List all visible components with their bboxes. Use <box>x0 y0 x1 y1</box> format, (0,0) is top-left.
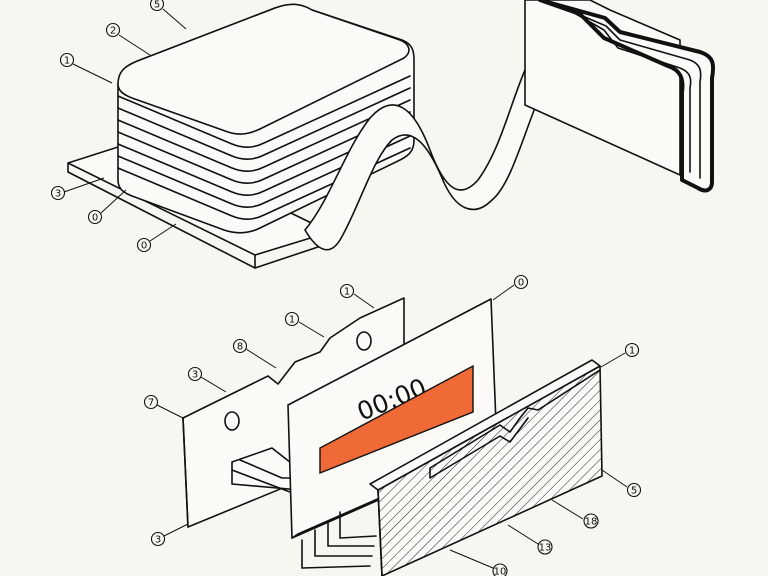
status-bar <box>319 364 474 475</box>
svg-text:5: 5 <box>154 0 160 11</box>
display-panel: 00:00 <box>287 298 501 539</box>
svg-text:10: 10 <box>494 567 507 576</box>
callout-top-4: 3 <box>50 177 105 201</box>
svg-text:3: 3 <box>155 535 161 546</box>
top-assembly <box>67 0 716 269</box>
svg-text:18: 18 <box>585 517 598 528</box>
callout-bottom-6: 0 <box>492 274 529 301</box>
callouts: 5 2 1 3 0 0 1 <box>50 0 642 576</box>
svg-text:3: 3 <box>192 370 198 381</box>
callout-top-1: 5 <box>149 0 187 30</box>
svg-text:5: 5 <box>631 486 637 497</box>
callout-bottom-7: 1 <box>600 342 640 368</box>
callout-bottom-9: 5 <box>601 469 642 498</box>
callout-top-3: 1 <box>59 52 113 84</box>
svg-text:1: 1 <box>289 315 295 326</box>
callout-bottom-12: 10 <box>449 549 508 576</box>
svg-text:0: 0 <box>141 241 147 252</box>
callout-bottom-4: 3 <box>187 366 227 393</box>
svg-text:1: 1 <box>344 287 350 298</box>
callout-top-2: 2 <box>105 22 151 56</box>
svg-text:3: 3 <box>55 189 61 200</box>
callout-bottom-10: 18 <box>551 499 599 529</box>
callout-bottom-11: 13 <box>507 524 553 555</box>
callout-bottom-8: 3 <box>150 523 189 547</box>
hatched-block <box>369 359 603 576</box>
svg-text:0: 0 <box>92 213 98 224</box>
callout-bottom-3: 8 <box>232 338 277 369</box>
svg-text:2: 2 <box>110 26 116 37</box>
callout-bottom-5: 7 <box>143 394 184 419</box>
svg-text:1: 1 <box>629 346 635 357</box>
callout-bottom-2: 1 <box>284 311 325 338</box>
callout-bottom-1: 1 <box>339 283 375 309</box>
callout-top-5: 0 <box>87 189 127 225</box>
svg-text:13: 13 <box>539 543 552 554</box>
rail-bracket <box>231 447 301 493</box>
svg-text:0: 0 <box>518 278 524 289</box>
callout-top-6: 0 <box>136 223 177 253</box>
folder-housing <box>524 0 716 193</box>
bottom-assembly: 00:00 <box>182 297 603 576</box>
svg-text:1: 1 <box>64 56 70 67</box>
inner-rails <box>301 511 377 569</box>
svg-text:8: 8 <box>237 342 243 353</box>
svg-text:7: 7 <box>148 398 154 409</box>
